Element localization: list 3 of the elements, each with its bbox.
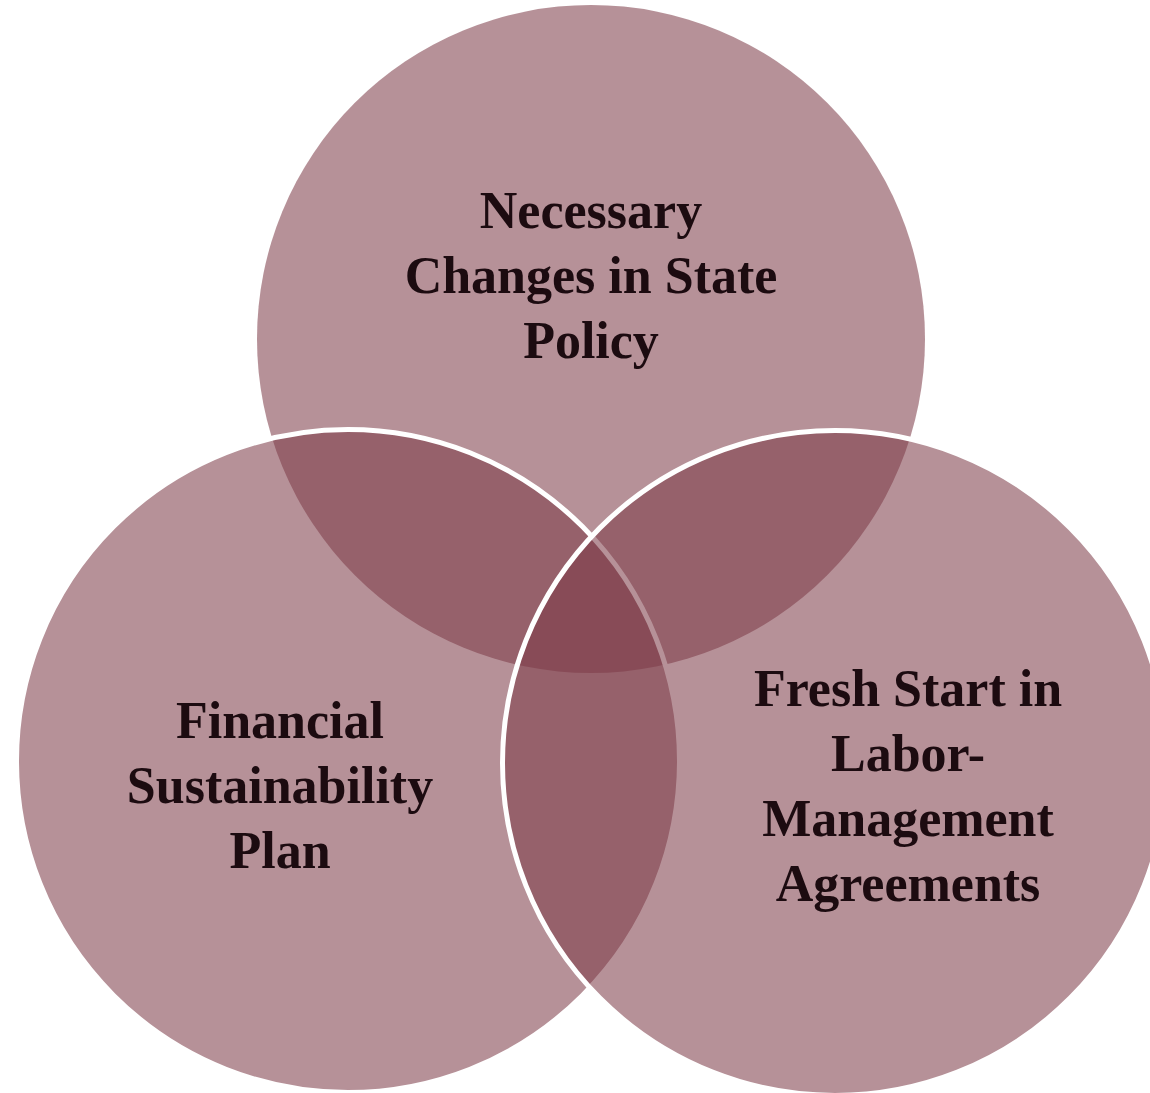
circle-label: Fresh Start in Labor-Management Agreements bbox=[752, 659, 1064, 914]
circle-label: Financial Sustainability Plan bbox=[125, 691, 435, 881]
circle-label: Necessary Changes in State Policy bbox=[403, 181, 779, 371]
